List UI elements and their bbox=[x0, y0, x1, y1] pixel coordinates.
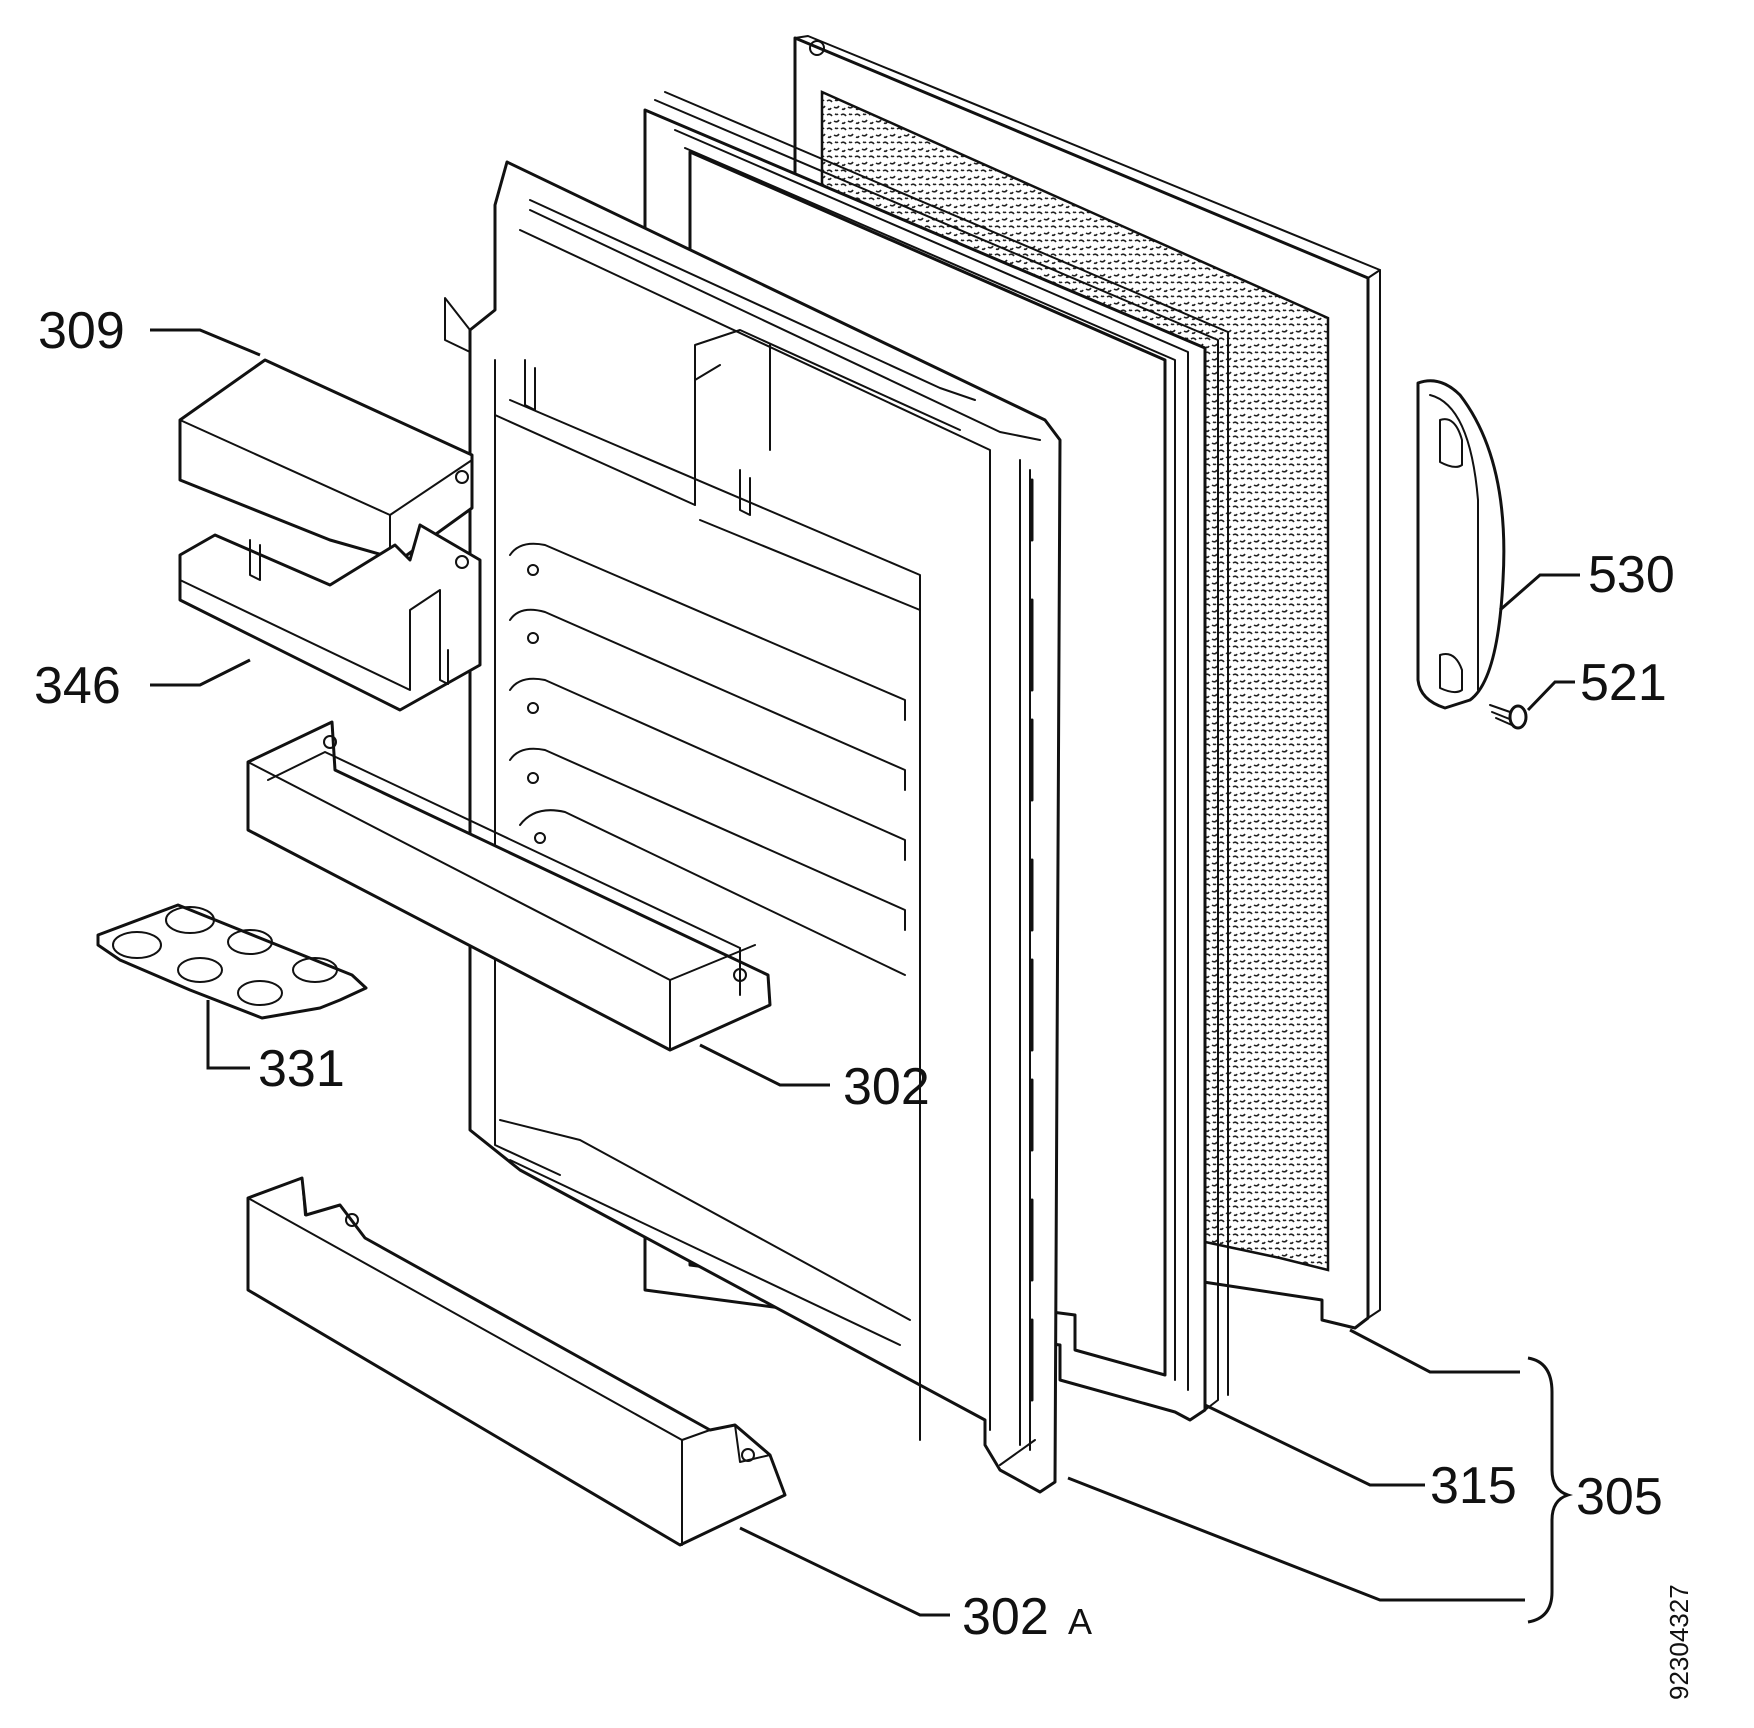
door-shelf-302 bbox=[246, 720, 772, 1052]
screw bbox=[1489, 704, 1528, 730]
label-302a-suffix: A bbox=[1068, 1601, 1092, 1642]
inner-door-liner bbox=[444, 160, 1062, 1494]
label-309: 309 bbox=[38, 302, 125, 360]
bottle-shelf-302a bbox=[246, 1176, 787, 1547]
door-handle bbox=[1416, 379, 1506, 710]
label-346: 346 bbox=[34, 657, 121, 715]
label-530: 530 bbox=[1588, 546, 1675, 604]
drawing-code: 92304327 bbox=[1664, 1584, 1694, 1700]
egg-tray bbox=[96, 903, 368, 1020]
label-302: 302 bbox=[843, 1058, 930, 1116]
dairy-compartment bbox=[178, 358, 482, 712]
label-331: 331 bbox=[258, 1040, 345, 1098]
leader-lines bbox=[150, 328, 1580, 1624]
label-305: 305 bbox=[1576, 1468, 1663, 1526]
label-315: 315 bbox=[1430, 1457, 1517, 1515]
label-521: 521 bbox=[1580, 654, 1667, 712]
part-labels: 309 346 331 302 302 A 530 521 315 305 92… bbox=[34, 302, 1694, 1700]
label-302a-number: 302 bbox=[962, 1588, 1049, 1646]
